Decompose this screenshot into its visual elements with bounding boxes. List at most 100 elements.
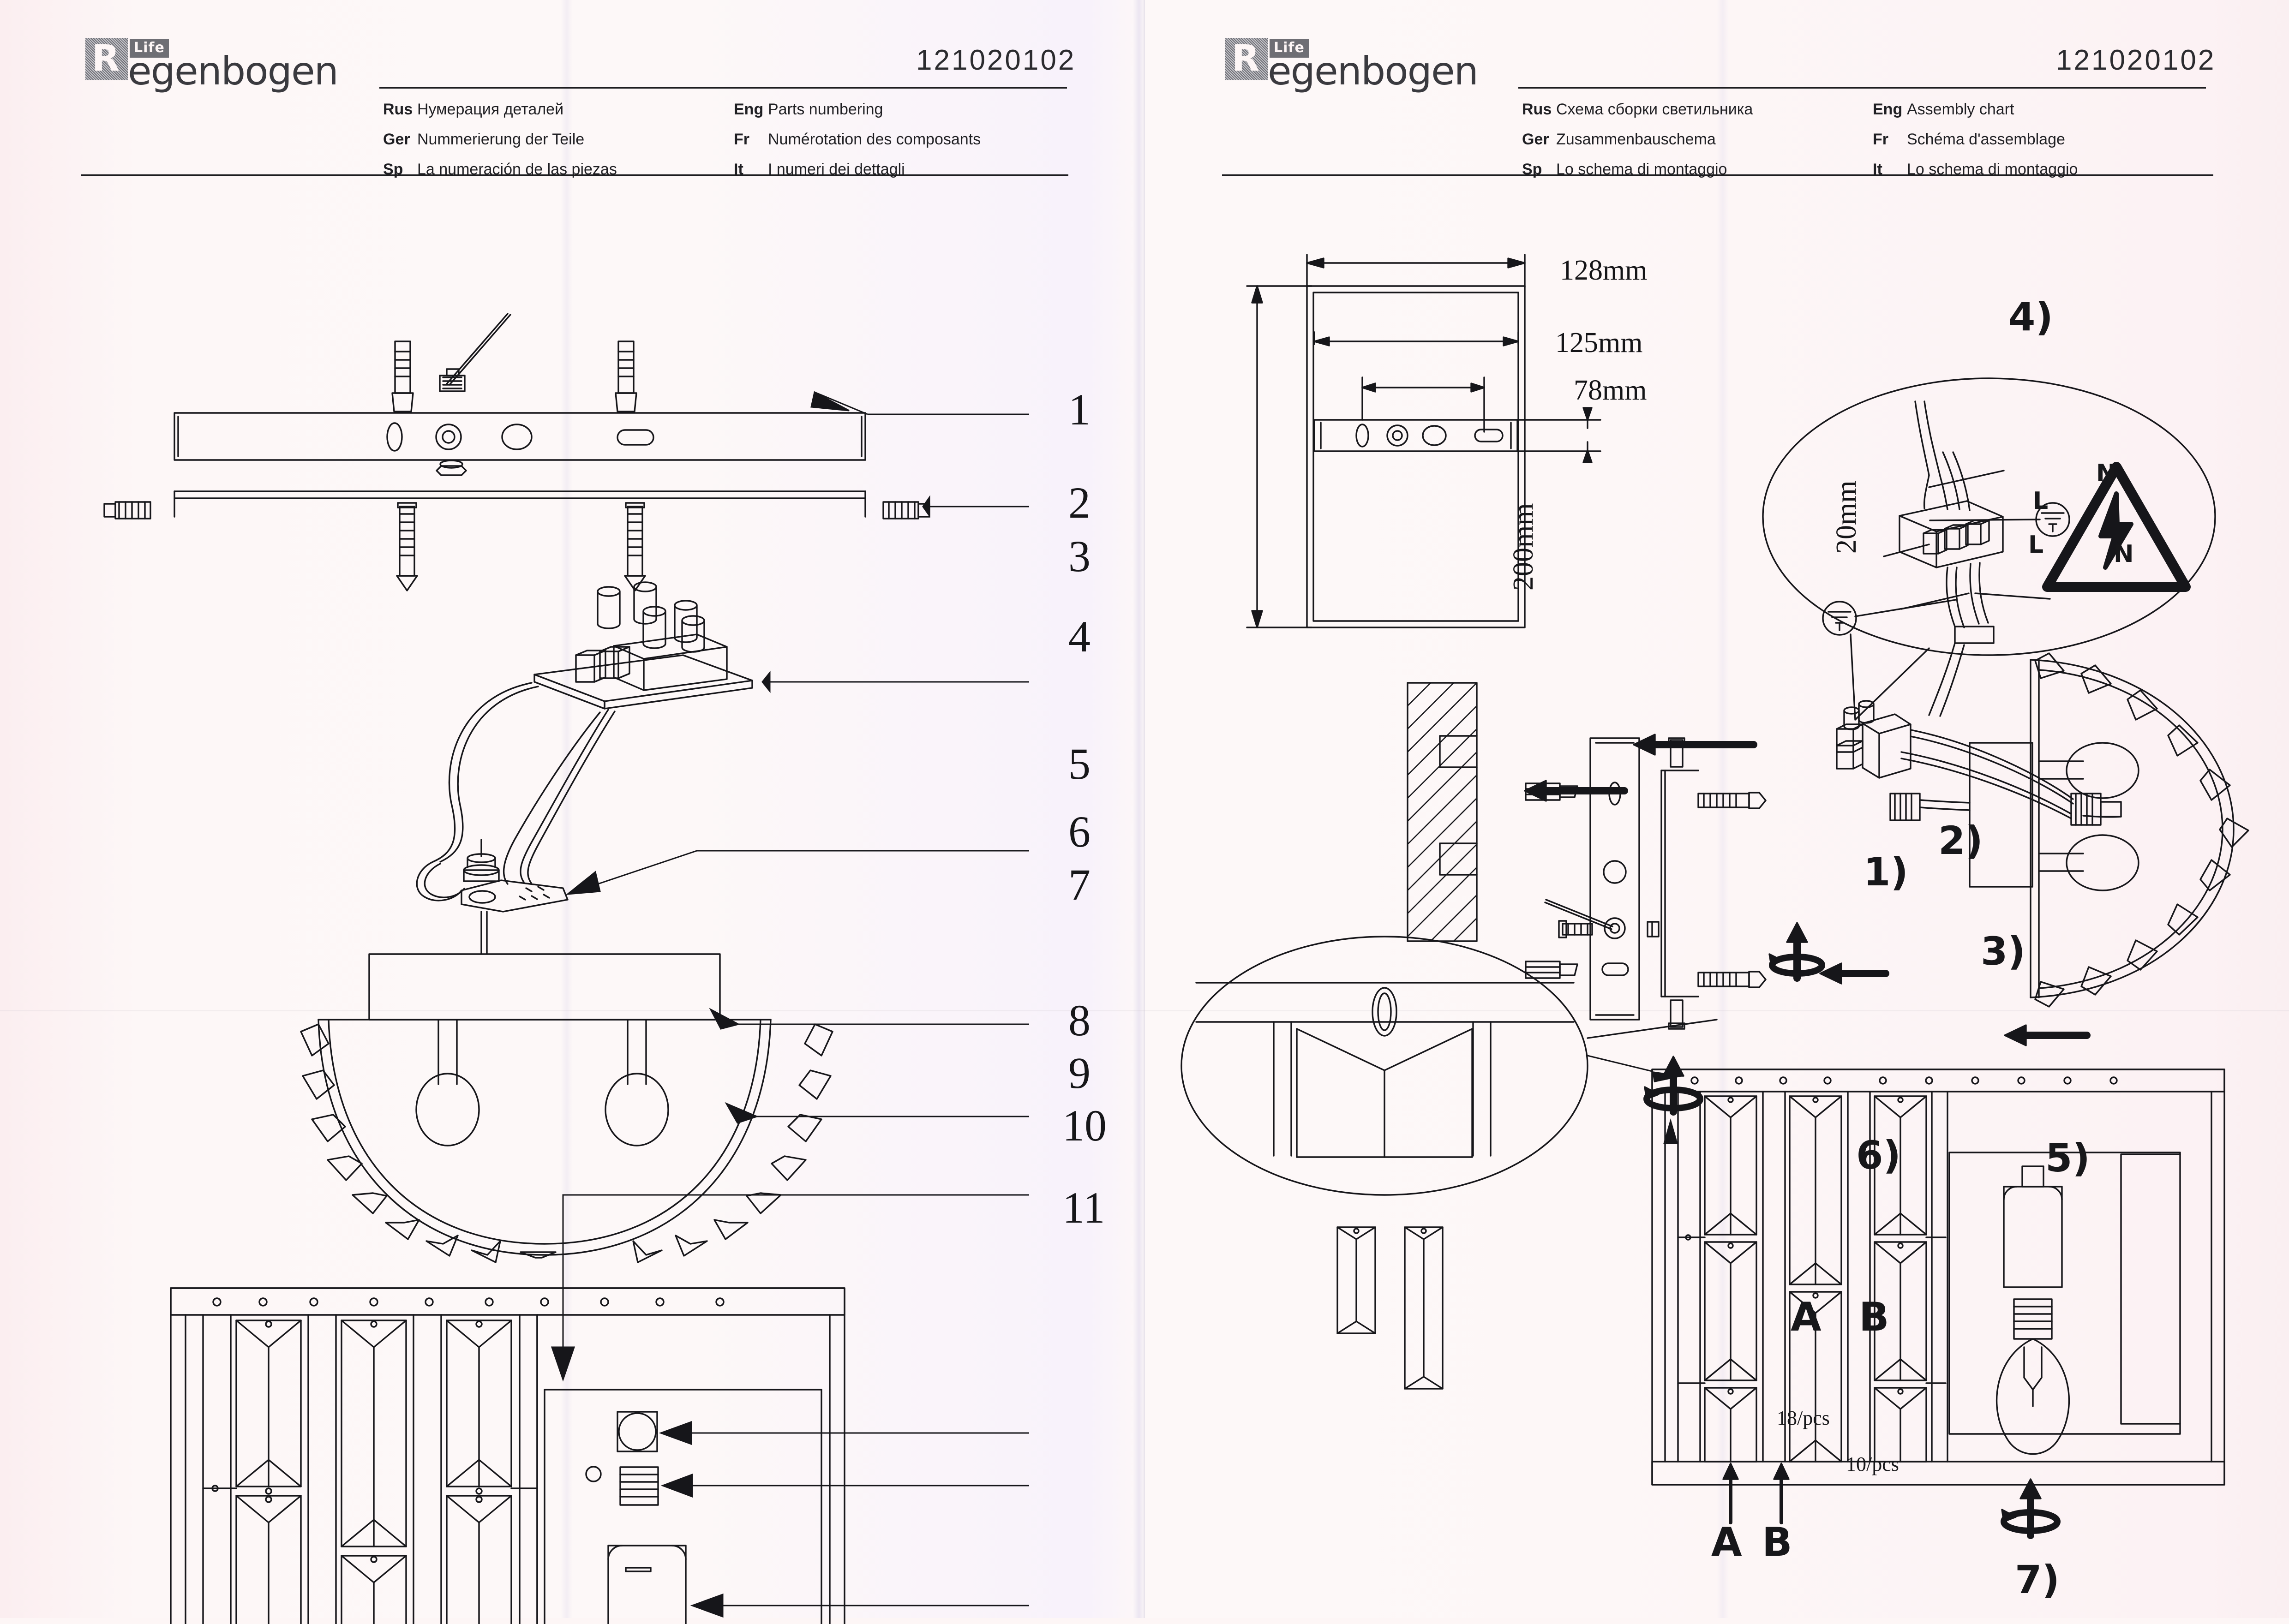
small-nut xyxy=(1647,921,1660,937)
lang-value: Lo schema di montaggio xyxy=(1907,161,2078,178)
left-page-header: R Life egenbogen 121020102 Rus Нумерация… xyxy=(0,0,1144,194)
dimension-drawing xyxy=(1246,254,1601,628)
step-label-5: 5) xyxy=(2045,1135,2090,1181)
crystal-pointer-arrows xyxy=(1722,1463,1790,1524)
crystal-b-shape xyxy=(1404,1226,1444,1390)
mounting-plate xyxy=(1589,737,1640,1021)
lang-key: Fr xyxy=(1873,131,1888,148)
part-label-10: 10 xyxy=(1062,1101,1107,1150)
lang-value: Parts numbering xyxy=(768,101,883,118)
dimension-overall-height: 200mm xyxy=(1508,503,1539,591)
right-page: R Life egenbogen 121020102 Rus Схема сбо… xyxy=(1144,0,2289,1618)
crystal-a-quantity: 18/pcs xyxy=(1777,1407,1830,1429)
logo-mark-icon: R xyxy=(1225,38,1268,80)
lang-value: Схема сборки светильника xyxy=(1556,101,1753,118)
lang-key: Sp xyxy=(383,161,403,178)
step-label-1: 1) xyxy=(1864,849,1908,895)
wood-screw xyxy=(1697,971,1767,988)
logo-wordmark: egenbogen xyxy=(1268,48,1479,94)
leader-rod xyxy=(446,313,509,385)
parts-exploded-diagram xyxy=(103,313,1029,1624)
assembly-crystal-label-b: B xyxy=(1762,1519,1792,1565)
long-wood-screw xyxy=(396,502,418,591)
crystal-label-a: A xyxy=(1791,1294,1822,1340)
leader-line xyxy=(1544,902,1612,930)
long-wood-screw xyxy=(624,502,646,591)
lang-row-eng: Eng Assembly chart xyxy=(1873,101,2233,119)
lang-row-ger: Ger Nummerierung der Teile xyxy=(383,131,734,149)
l-bracket xyxy=(1660,770,1699,997)
part-label-3: 3 xyxy=(1068,531,1091,581)
crystal-a-shape xyxy=(1336,1226,1376,1334)
leader-rod xyxy=(449,314,511,386)
brand-logo: R Life egenbogen xyxy=(1225,31,1511,105)
right-language-block: Rus Схема сборки светильника Eng Assembl… xyxy=(1522,101,2233,179)
earth-tab-part xyxy=(461,839,569,913)
dimension-overall-width: 128mm xyxy=(1560,255,1648,286)
lang-row-sp: Sp Lo schema di montaggio xyxy=(1522,161,1873,179)
wall-anchor-plug xyxy=(615,340,637,412)
wiring-label-line-bottom: L xyxy=(2028,531,2044,559)
lang-value: Lo schema di montaggio xyxy=(1556,161,1727,178)
lang-value: Нумерация деталей xyxy=(417,101,564,118)
lang-row-eng: Eng Parts numbering xyxy=(734,101,1094,119)
lang-row-it: It I numeri dei dettagli xyxy=(734,161,1094,179)
final-assembly-elevation xyxy=(1651,1069,2225,1486)
header-rule-bottom-left xyxy=(81,174,1068,176)
part-label-6: 6 xyxy=(1068,807,1091,856)
dimension-hole-spacing: 78mm xyxy=(1574,375,1647,406)
part-label-11: 11 xyxy=(1062,1183,1105,1232)
lang-row-sp: Sp La numeración de las piezas xyxy=(383,161,734,179)
step-label-2: 2) xyxy=(1938,818,1983,863)
part-label-5: 5 xyxy=(1068,739,1091,788)
lang-key: Eng xyxy=(1873,101,1903,118)
flat-strap-part xyxy=(174,490,866,518)
wall-section xyxy=(1407,682,1478,942)
pan-head-screw xyxy=(882,501,930,519)
wiring-label-line-top: L xyxy=(2033,487,2049,515)
part-label-9: 9 xyxy=(1068,1048,1091,1098)
lang-key: It xyxy=(1873,161,1882,178)
step-label-4: 4) xyxy=(2008,294,2053,340)
lang-row-rus: Rus Нумерация деталей xyxy=(383,101,734,119)
lang-row-rus: Rus Схема сборки светильника xyxy=(1522,101,1873,119)
crystal-label-b: B xyxy=(1859,1294,1889,1340)
step-label-7: 7) xyxy=(2015,1557,2060,1602)
balloon-leader xyxy=(1587,1055,1653,1072)
part-label-7: 7 xyxy=(1068,860,1091,909)
lang-key: Rus xyxy=(1522,101,1552,118)
brand-logo: R Life egenbogen xyxy=(85,31,372,105)
wall-anchor-plug xyxy=(1525,961,1578,979)
lang-key: Eng xyxy=(734,101,764,118)
crystal-b-quantity: 10/pcs xyxy=(1846,1453,1899,1475)
rotation-arrow-step7 xyxy=(2001,1478,2061,1539)
step-label-3: 3) xyxy=(1981,929,2025,974)
machine-screw xyxy=(1558,920,1593,938)
terminal-block-assembly xyxy=(1836,700,1911,779)
logo-wordmark: egenbogen xyxy=(128,48,339,94)
hex-nut xyxy=(436,460,467,476)
wall-anchor-plug xyxy=(391,340,414,412)
lang-value: La numeración de las piezas xyxy=(417,161,617,178)
lang-row-it: It Lo schema di montaggio xyxy=(1873,161,2233,179)
lang-key: Rus xyxy=(383,101,413,118)
wiring-label-neutral-bottom: N xyxy=(2114,540,2134,568)
part-label-4: 4 xyxy=(1068,612,1091,661)
part-label-2: 2 xyxy=(1068,478,1091,527)
rotation-arrow-step6 xyxy=(1643,1056,1703,1116)
lang-value: Schéma d'assemblage xyxy=(1907,131,2065,148)
lang-value: Assembly chart xyxy=(1907,101,2014,118)
dimension-bracket-depth: 20mm xyxy=(1831,480,1862,554)
wood-screw xyxy=(1697,792,1767,809)
document-code-right: 121020102 xyxy=(2056,44,2216,76)
logo-mark-icon: R xyxy=(85,38,128,80)
header-rule-top-right xyxy=(1518,87,2206,89)
assembly-crystal-label-a: A xyxy=(1711,1519,1742,1565)
logo-letter-r: R xyxy=(1232,38,1260,79)
wiring-label-neutral-top: N xyxy=(2096,460,2116,487)
rotation-arrow-step3 xyxy=(1768,922,1825,982)
lang-row-fr: Fr Schéma d'assemblage xyxy=(1873,131,2233,149)
pan-head-screw xyxy=(103,501,151,519)
lang-value: Zusammenbauschema xyxy=(1556,131,1716,148)
earth-ground-symbol xyxy=(1822,601,1857,636)
